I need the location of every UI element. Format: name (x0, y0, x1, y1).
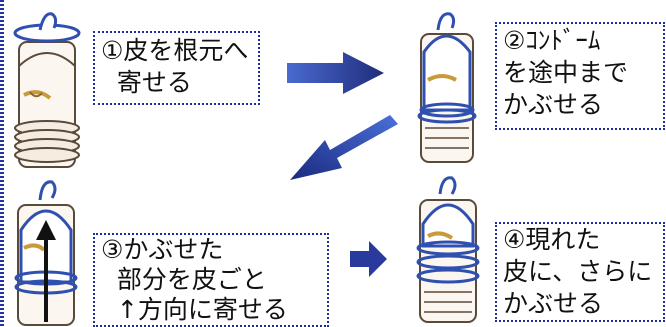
arrow-diagonal-down-left-icon (290, 115, 398, 180)
step-2-line-2: を途中まで (503, 58, 629, 87)
step-4-caption: ④現れた 皮に、さらに かぶせる (495, 222, 665, 322)
step-3-line-3: ↑方向に寄せる (101, 295, 288, 324)
figure-step-3 (14, 180, 78, 326)
figure-step-1 (13, 12, 81, 168)
step-1-line-1: ①皮を根元へ (101, 36, 249, 65)
step-4-line-3: かぶせる (503, 289, 604, 318)
step-2-caption: ②ｺﾝﾄﾞｰﾑ を途中まで かぶせる (495, 22, 665, 130)
step-1-line-2: 寄せる (101, 68, 192, 97)
step-3-caption: ③かぶせた 部分を皮ごと ↑方向に寄せる (93, 233, 329, 327)
step-4-line-2: 皮に、さらに (503, 257, 653, 286)
up-arrow-icon (36, 220, 56, 240)
figure-step-4 (416, 176, 480, 323)
left-dotted-border (0, 0, 4, 327)
step-3-line-2: 部分を皮ごと (101, 265, 267, 294)
step-1-caption: ①皮を根元へ 寄せる (93, 31, 260, 105)
figure-step-2 (417, 12, 477, 163)
arrow-right-small-icon (350, 241, 387, 277)
arrow-right-icon (287, 52, 384, 94)
condom-on-top (13, 12, 81, 43)
step-2-line-3: かぶせる (503, 90, 604, 119)
rolled-skin (14, 120, 80, 163)
step-2-line-1: ②ｺﾝﾄﾞｰﾑ (503, 26, 601, 55)
step-3-line-1: ③かぶせた (101, 235, 224, 264)
step-4-line-1: ④現れた (503, 225, 601, 254)
